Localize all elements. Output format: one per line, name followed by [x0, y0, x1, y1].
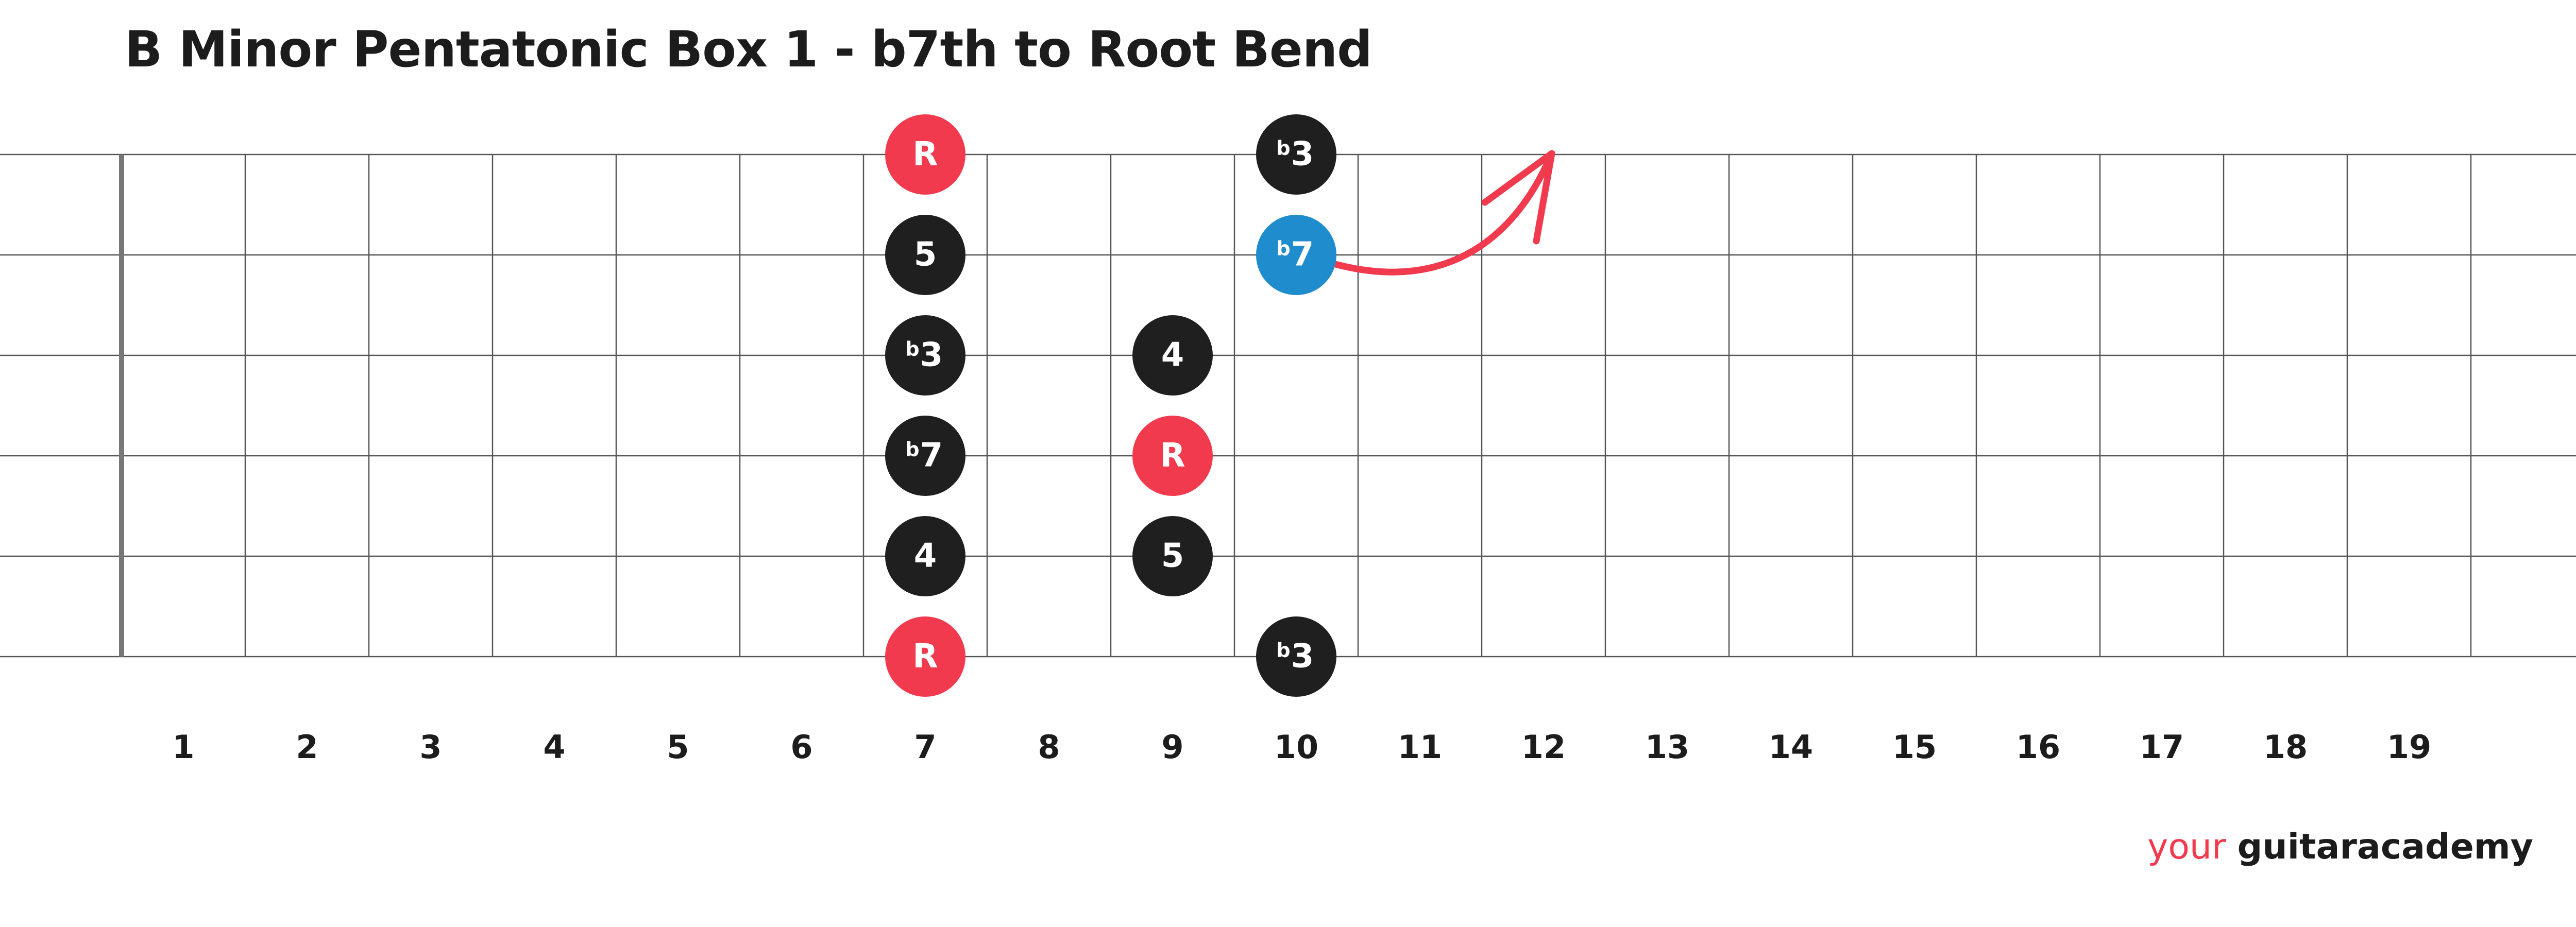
- brand-part-guitaracademy: guitaracademy: [2237, 827, 2533, 867]
- fret-number: 12: [1521, 728, 1566, 766]
- note-label: 4: [914, 537, 937, 575]
- scale-note-dot: 3b: [885, 315, 965, 396]
- fret-number: 3: [419, 728, 442, 766]
- note-label: 3: [1291, 638, 1314, 676]
- scale-note-dot: 5: [885, 215, 965, 295]
- note-label: 7: [920, 437, 943, 475]
- fret-number: 18: [2263, 728, 2308, 766]
- bend-curve: [1332, 150, 1555, 276]
- note-circle: [1256, 616, 1336, 697]
- note-circle: [1132, 416, 1213, 496]
- note-circle: [1256, 114, 1336, 195]
- brand-part-your: your: [2147, 827, 2226, 867]
- scale-note-dot: 4: [885, 516, 965, 596]
- fret-number: 1: [172, 728, 194, 766]
- note-label: 5: [1161, 537, 1184, 575]
- note-label: R: [1160, 437, 1185, 475]
- fret-number: 9: [1161, 728, 1183, 766]
- note-circle: [885, 114, 965, 195]
- scale-note-dot: 5: [1132, 516, 1213, 596]
- note-circle: [885, 215, 965, 295]
- flat-symbol: b: [1276, 639, 1290, 662]
- note-label: R: [912, 135, 938, 174]
- fret-number: 8: [1038, 728, 1060, 766]
- root-note-dot: R: [885, 114, 965, 195]
- scale-note-dot: 4: [1132, 315, 1213, 396]
- flat-symbol: b: [905, 438, 919, 461]
- scale-note-dot: 3b: [1256, 114, 1336, 195]
- note-label: 3: [920, 336, 943, 374]
- note-circle: [1132, 315, 1213, 396]
- fret-number: 13: [1645, 728, 1689, 766]
- scale-note-dot: 3b: [1256, 616, 1336, 697]
- fret-number: 19: [2387, 728, 2431, 766]
- note-label: R: [912, 638, 938, 676]
- fret-number: 7: [914, 728, 936, 766]
- brand-logo: your guitaracademy: [2147, 827, 2533, 867]
- note-circle: [885, 616, 965, 697]
- fret-number: 5: [667, 728, 689, 766]
- root-note-dot: R: [1132, 416, 1213, 496]
- fret-number: 14: [1769, 728, 1813, 766]
- fret-number: 2: [296, 728, 318, 766]
- bend-arrow: [1332, 150, 1555, 276]
- note-circle: [885, 516, 965, 596]
- frets: [119, 154, 2472, 657]
- fret-number: 16: [2016, 728, 2060, 766]
- flat-symbol: b: [1276, 237, 1290, 260]
- note-label: 4: [1161, 336, 1184, 374]
- bend-arrowhead: [1481, 150, 1555, 245]
- note-circle: [1256, 215, 1336, 295]
- note-circle: [1132, 516, 1213, 596]
- note-circle: [885, 315, 965, 396]
- note-label: 7: [1291, 236, 1314, 274]
- diagram-title: B Minor Pentatonic Box 1 - b7th to Root …: [125, 21, 1372, 78]
- fret-number: 10: [1274, 728, 1318, 766]
- flat-symbol: b: [905, 338, 919, 360]
- root-note-dot: R: [885, 616, 965, 697]
- scale-note-dot: 7b: [885, 416, 965, 496]
- note-circle: [885, 416, 965, 496]
- flat-symbol: b: [1276, 137, 1290, 160]
- fret-number: 15: [1892, 728, 1937, 766]
- fret-number: 11: [1398, 728, 1442, 766]
- fret-number: 17: [2140, 728, 2184, 766]
- note-label: 5: [914, 236, 937, 274]
- note-label: 3: [1291, 135, 1314, 174]
- fret-number: 6: [790, 728, 812, 766]
- bend-note-dot: 7b: [1256, 215, 1336, 295]
- fret-number: 4: [543, 728, 565, 766]
